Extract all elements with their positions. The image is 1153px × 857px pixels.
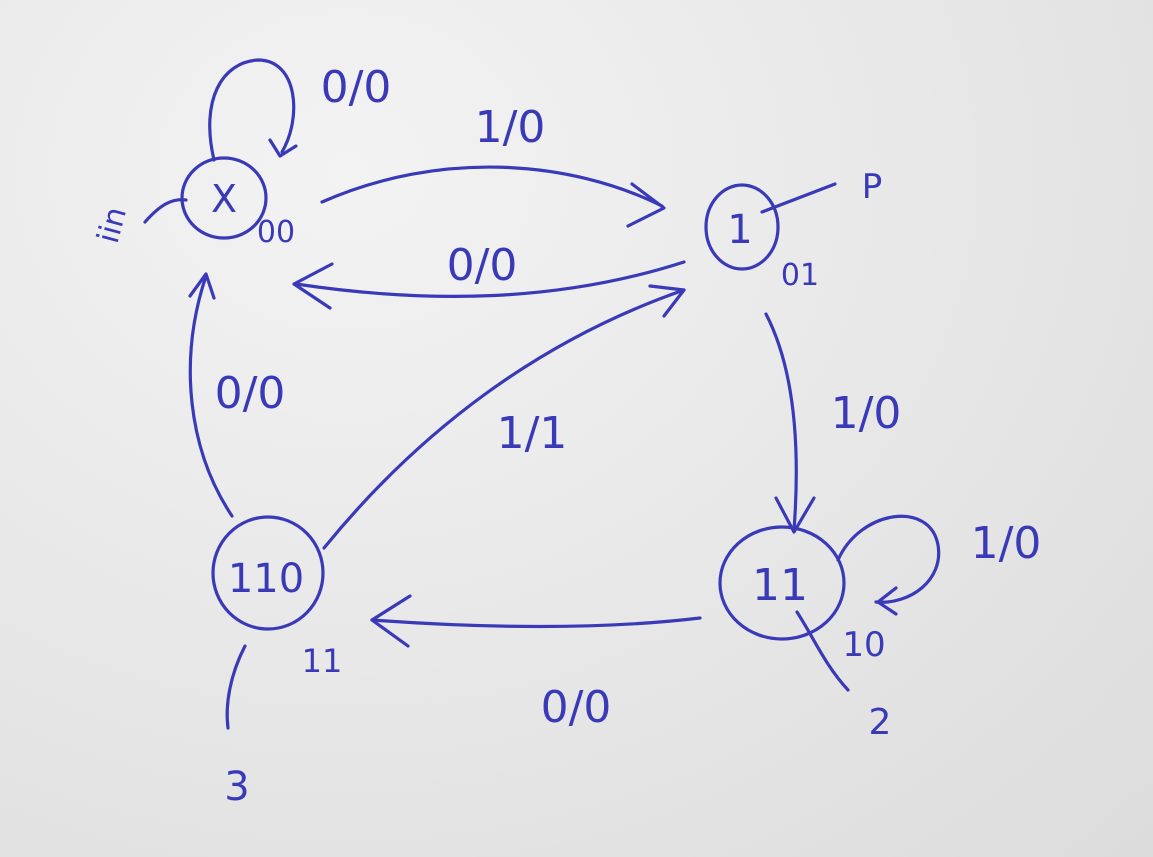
transition-label-s3-s1: 1/1 — [497, 408, 568, 459]
arrowhead-s0-s0 — [268, 138, 298, 158]
arrowhead-s2-s3 — [370, 594, 412, 648]
state-code-s1: 01 — [781, 258, 819, 293]
arrowhead-s2-s2 — [876, 586, 898, 616]
tag-stroke-s2 — [795, 610, 850, 692]
state-code-s3: 11 — [302, 642, 343, 680]
state-label-s3: 110 — [228, 556, 304, 602]
arrowhead-s1-s2 — [774, 496, 816, 534]
arrowhead-s3-s0 — [188, 272, 216, 300]
transition-label-s3-s0: 0/0 — [215, 368, 286, 419]
state-tag-s1: P — [862, 167, 883, 207]
state-circle-s2 — [718, 525, 846, 641]
transition-label-s2-s3: 0/0 — [541, 682, 612, 733]
transition-s3-s1 — [322, 288, 686, 550]
transition-s3-s0 — [188, 274, 234, 518]
state-label-s0: X — [211, 177, 237, 221]
transition-s1-s2 — [764, 312, 798, 532]
transition-label-s0-s0: 0/0 — [321, 62, 392, 113]
state-tag-s2: 2 — [869, 702, 892, 743]
transition-label-s1-s0: 0/0 — [447, 240, 518, 291]
state-label-s2: 11 — [752, 560, 808, 611]
transition-label-s0-s1: 1/0 — [475, 102, 546, 153]
tag-stroke-s1 — [760, 182, 837, 214]
arrowhead-s0-s1 — [626, 182, 666, 228]
state-circle-s0 — [180, 156, 268, 240]
state-label-s1: 1 — [727, 207, 752, 253]
state-code-s0: 00 — [257, 215, 295, 250]
arrowhead-s1-s0 — [292, 262, 334, 310]
state-tag-s3: 3 — [224, 764, 249, 810]
tag-stroke-s3 — [225, 644, 247, 730]
state-circle-s1 — [704, 183, 780, 271]
transition-s1-s0 — [294, 260, 686, 299]
transition-s0-s0 — [208, 58, 296, 162]
initial-arrow — [143, 198, 188, 224]
transition-s0-s1 — [320, 165, 664, 208]
initial-marker: iin — [91, 203, 134, 247]
transition-s2-s3 — [370, 616, 702, 629]
state-code-s2: 10 — [842, 625, 885, 665]
arrowhead-s3-s1 — [648, 284, 686, 318]
state-circle-s3 — [211, 515, 325, 631]
transition-label-s1-s2: 1/0 — [831, 388, 902, 439]
transition-label-s2-s2: 1/0 — [971, 518, 1042, 569]
transition-s2-s2 — [836, 514, 941, 604]
